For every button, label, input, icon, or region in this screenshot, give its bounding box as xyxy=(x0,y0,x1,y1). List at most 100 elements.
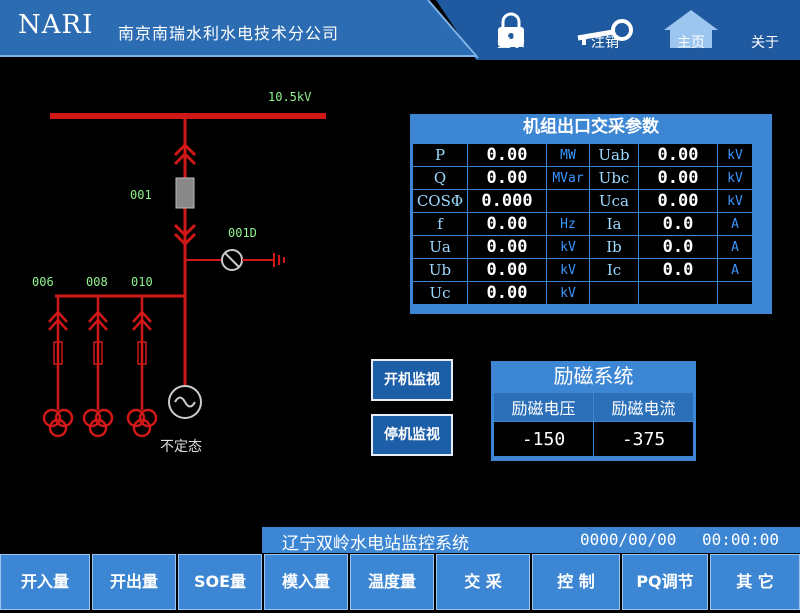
breaker-001-icon xyxy=(175,177,195,209)
param-unit: Hz xyxy=(546,212,590,236)
nav-control[interactable]: 控 制 xyxy=(532,554,620,610)
nav-digital-output[interactable]: 开出量 xyxy=(92,554,176,610)
nav-soe[interactable]: SOE量 xyxy=(178,554,262,610)
param-name: Uc xyxy=(412,281,468,305)
param-name: COSΦ xyxy=(412,189,468,213)
home-label: 主页 xyxy=(677,35,705,51)
time-readout: 00:00:00 xyxy=(702,530,780,549)
bus-voltage-label: 10.5kV xyxy=(268,90,312,104)
nav-temperature[interactable]: 温度量 xyxy=(350,554,434,610)
excitation-current-value: -375 xyxy=(593,421,694,457)
about-button[interactable]: 关于 xyxy=(730,8,800,54)
param-value: 0.000 xyxy=(467,189,547,213)
param-name: Ubc xyxy=(589,166,639,190)
param-value: 0.00 xyxy=(467,281,547,305)
param-value: 0.00 xyxy=(638,166,718,190)
param-unit: A xyxy=(717,235,753,259)
param-unit: kV xyxy=(717,189,753,213)
company-name: 南京南瑞水利水电技术分公司 xyxy=(118,24,340,43)
feeder-label-010: 010 xyxy=(131,275,153,289)
login-label: 登录 xyxy=(497,35,525,51)
param-unit: A xyxy=(717,212,753,236)
param-name: Ua xyxy=(412,235,468,259)
nav-analog-input[interactable]: 模入量 xyxy=(264,554,348,610)
param-name: Uab xyxy=(589,143,639,167)
param-unit: A xyxy=(717,258,753,282)
excitation-voltage-label: 励磁电压 xyxy=(493,392,594,422)
param-name: Ia xyxy=(589,212,639,236)
lower-disconnect-icon xyxy=(173,223,197,247)
param-unit: kV xyxy=(546,281,590,305)
param-unit xyxy=(717,281,753,305)
feeder-006-icon xyxy=(42,296,74,438)
excitation-voltage-value: -150 xyxy=(493,421,594,457)
param-name: Uca xyxy=(589,189,639,213)
excitation-title: 励磁系统 xyxy=(553,364,634,388)
home-button[interactable]: 主页 xyxy=(656,8,726,54)
param-value: 0.00 xyxy=(467,143,547,167)
nav-other[interactable]: 其 它 xyxy=(710,554,800,610)
header-bar: NARI 南京南瑞水利水电技术分公司 登录 注销 主页 关于 xyxy=(0,0,800,60)
param-name: Q xyxy=(412,166,468,190)
upper-disconnect-icon xyxy=(173,142,197,166)
login-button[interactable]: 登录 xyxy=(476,8,546,54)
generator-icon xyxy=(168,385,202,419)
ground-icon xyxy=(273,253,285,267)
nav-digital-input[interactable]: 开入量 xyxy=(0,554,90,610)
feeder-010-icon xyxy=(126,296,158,438)
param-unit: kV xyxy=(546,258,590,282)
logout-button[interactable]: 注销 xyxy=(570,8,640,54)
feeder-008-icon xyxy=(82,296,114,438)
param-unit xyxy=(546,189,590,213)
param-value xyxy=(638,281,718,305)
param-unit: MW xyxy=(546,143,590,167)
single-line-diagram xyxy=(42,113,326,438)
param-unit: kV xyxy=(717,143,753,167)
about-label: 关于 xyxy=(751,35,779,51)
param-value: 0.0 xyxy=(638,258,718,282)
param-value: 0.00 xyxy=(638,189,718,213)
nav-pq-regulation[interactable]: PQ调节 xyxy=(622,554,708,610)
param-value: 0.00 xyxy=(638,143,718,167)
key-icon xyxy=(577,19,633,45)
param-value: 0.0 xyxy=(638,235,718,259)
param-value: 0.00 xyxy=(467,166,547,190)
home-icon xyxy=(664,10,718,48)
param-name: P xyxy=(412,143,468,167)
param-name: Ub xyxy=(412,258,468,282)
param-title: 机组出口交采参数 xyxy=(523,117,659,137)
param-unit: kV xyxy=(717,166,753,190)
excitation-current-label: 励磁电流 xyxy=(593,392,694,422)
start-monitor-button[interactable]: 开机监视 xyxy=(371,359,453,401)
excitation-table: 励磁电压 励磁电流 -150 -375 xyxy=(493,392,694,457)
stop-monitor-button[interactable]: 停机监视 xyxy=(371,414,453,456)
breaker-label: 001 xyxy=(130,188,152,202)
grounding-switch-icon xyxy=(221,249,243,271)
station-name: 辽宁双岭水电站监控系统 xyxy=(282,534,469,554)
param-name xyxy=(589,281,639,305)
date-readout: 0000/00/00 xyxy=(580,530,677,549)
feeder-label-006: 006 xyxy=(32,275,54,289)
param-name: f xyxy=(412,212,468,236)
param-value: 0.00 xyxy=(467,212,547,236)
param-unit: MVar xyxy=(546,166,590,190)
param-name: Ib xyxy=(589,235,639,259)
nav-ac-sampling[interactable]: 交 采 xyxy=(436,554,530,610)
param-unit: kV xyxy=(546,235,590,259)
excitation-panel: 励磁系统 励磁电压 励磁电流 -150 -375 xyxy=(491,361,696,461)
logout-label: 注销 xyxy=(591,35,619,51)
nari-logo: NARI xyxy=(18,10,94,40)
param-name: Ic xyxy=(589,258,639,282)
generator-status: 不定态 xyxy=(160,439,202,455)
grounding-switch-label: 001D xyxy=(228,226,257,240)
bottom-nav: 开入量 开出量 SOE量 模入量 温度量 交 采 控 制 PQ调节 其 它 xyxy=(0,553,800,613)
param-value: 0.00 xyxy=(467,235,547,259)
